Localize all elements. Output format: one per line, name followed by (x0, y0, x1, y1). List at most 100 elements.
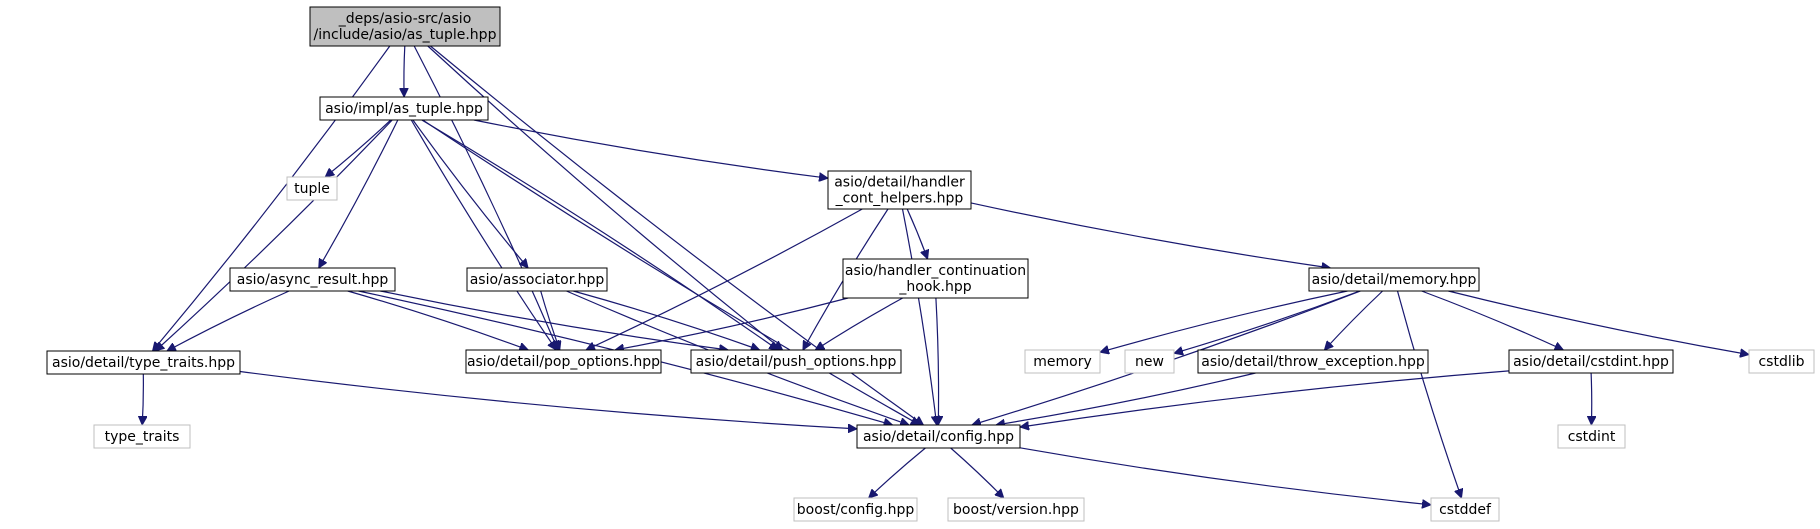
node-box-root (309, 6, 501, 47)
node-push_options[interactable]: asio/detail/push_options.hpp (690, 349, 902, 374)
edge-memory_hpp-to-cstddef (1396, 290, 1462, 498)
edge-handler_continuation_hook-to-config (936, 297, 939, 425)
node-box-cstdlib (1748, 349, 1815, 374)
edge-cstdint_hpp-to-cstdint (1591, 372, 1592, 425)
node-label-pop_options-0: asio/detail/pop_options.hpp (467, 354, 660, 370)
node-label-type_traits_hpp-0: asio/detail/type_traits.hpp (52, 355, 235, 371)
node-box-pop_options (465, 349, 662, 374)
node-boost_config: boost/config.hpp (793, 497, 918, 522)
node-type_traits_hpp[interactable]: asio/detail/type_traits.hpp (46, 350, 241, 375)
node-box-cstdint (1557, 424, 1626, 449)
edge-config-to-cstddef (1019, 447, 1431, 505)
node-box-tuple (286, 176, 338, 201)
node-handler_cont_helpers[interactable]: asio/detail/handler_cont_helpers.hpp (827, 170, 972, 210)
node-memory_hpp[interactable]: asio/detail/memory.hpp (1308, 267, 1480, 292)
edge-handler_continuation_hook-to-pop_options (615, 297, 849, 350)
node-label-boost_config-0: boost/config.hpp (797, 502, 915, 518)
node-label-cstddef-0: cstddef (1439, 502, 1492, 518)
edge-root-to-pop_options (413, 45, 558, 350)
edge-impl_as_tuple-to-push_options (421, 119, 778, 350)
node-label-cstdint-0: cstdint (1568, 429, 1616, 445)
node-box-memory (1024, 349, 1101, 374)
node-label-cstdint_hpp-0: asio/detail/cstdint.hpp (1513, 354, 1669, 370)
node-box-type_traits_hpp (46, 350, 241, 375)
edge-config-to-boost_config (869, 447, 926, 498)
node-cstddef: cstddef (1430, 497, 1500, 522)
edge-impl_as_tuple-to-associator (412, 119, 528, 268)
node-label-handler_cont_helpers-1: _cont_helpers.hpp (835, 191, 964, 207)
node-box-config (856, 424, 1021, 449)
edge-async_result-to-push_options (380, 290, 728, 350)
edge-associator-to-push_options (573, 290, 759, 350)
node-label-boost_version-0: boost/version.hpp (953, 502, 1079, 518)
node-label-memory-0: memory (1033, 354, 1092, 370)
node-throw_exception[interactable]: asio/detail/throw_exception.hpp (1197, 349, 1429, 374)
edge-root-to-impl_as_tuple (404, 45, 405, 97)
node-label-tuple-0: tuple (294, 181, 330, 197)
edge-root-to-type_traits_hpp (153, 45, 391, 351)
node-label-impl_as_tuple-0: asio/impl/as_tuple.hpp (325, 101, 483, 117)
node-label-type_traits-0: type_traits (105, 429, 180, 445)
edge-impl_as_tuple-to-tuple (325, 119, 392, 177)
node-label-handler_continuation_hook-0: asio/handler_continuation (845, 263, 1026, 279)
node-root[interactable]: _deps/asio-src/asio/include/asio/as_tupl… (309, 6, 501, 47)
edge-handler_cont_helpers-to-config (901, 208, 937, 425)
edge-associator-to-pop_options (540, 290, 560, 350)
edge-memory_hpp-to-cstdlib (1448, 290, 1749, 355)
node-box-associator (466, 267, 608, 292)
edge-memory_hpp-to-throw_exception (1324, 290, 1384, 350)
edge-type_traits_hpp-to-config (239, 370, 857, 429)
node-label-root-1: /include/asio/as_tuple.hpp (314, 27, 497, 43)
edge-handler_cont_helpers-to-handler_continuation_hook (906, 208, 927, 259)
edge-impl_as_tuple-to-async_result (318, 119, 399, 268)
edge-throw_exception-to-config (996, 372, 1256, 425)
edge-memory_hpp-to-new (1174, 290, 1360, 353)
node-pop_options[interactable]: asio/detail/pop_options.hpp (465, 349, 662, 374)
edge-handler_cont_helpers-to-memory_hpp (970, 202, 1331, 268)
node-box-boost_config (793, 497, 918, 522)
node-impl_as_tuple[interactable]: asio/impl/as_tuple.hpp (319, 96, 489, 121)
node-box-new (1124, 349, 1175, 374)
node-boost_version: boost/version.hpp (947, 497, 1085, 522)
node-box-handler_cont_helpers (827, 170, 972, 210)
edge-async_result-to-pop_options (347, 290, 529, 350)
node-box-handler_continuation_hook (842, 258, 1029, 299)
node-label-cstdlib-0: cstdlib (1758, 354, 1804, 370)
edge-handler_continuation_hook-to-push_options (815, 297, 903, 350)
edge-type_traits_hpp-to-type_traits (142, 373, 143, 425)
node-new: new (1124, 349, 1175, 374)
edge-impl_as_tuple-to-pop_options (410, 119, 556, 350)
node-label-associator-0: asio/associator.hpp (470, 272, 605, 288)
node-cstdint_hpp[interactable]: asio/detail/cstdint.hpp (1508, 349, 1674, 374)
edge-impl_as_tuple-to-config (422, 119, 920, 426)
node-handler_continuation_hook[interactable]: asio/handler_continuation_hook.hpp (842, 258, 1029, 299)
node-cstdlib: cstdlib (1748, 349, 1815, 374)
node-label-throw_exception-0: asio/detail/throw_exception.hpp (1201, 354, 1425, 370)
edge-impl_as_tuple-to-type_traits_hpp (155, 119, 393, 351)
node-label-handler_continuation_hook-1: _hook.hpp (898, 279, 971, 295)
node-label-memory_hpp-0: asio/detail/memory.hpp (1312, 272, 1477, 288)
node-box-impl_as_tuple (319, 96, 489, 121)
node-async_result[interactable]: asio/async_result.hpp (229, 267, 396, 292)
node-box-push_options (690, 349, 902, 374)
node-box-memory_hpp (1308, 267, 1480, 292)
edge-cstdint_hpp-to-config (1020, 370, 1510, 427)
node-label-push_options-0: asio/detail/push_options.hpp (696, 354, 897, 370)
node-box-cstddef (1430, 497, 1500, 522)
node-type_traits: type_traits (93, 424, 191, 449)
node-config[interactable]: asio/detail/config.hpp (856, 424, 1021, 449)
edge-root-to-config (430, 45, 923, 425)
node-label-handler_cont_helpers-0: asio/detail/handler (834, 175, 965, 191)
node-box-throw_exception (1197, 349, 1429, 374)
node-memory: memory (1024, 349, 1101, 374)
node-associator[interactable]: asio/associator.hpp (466, 267, 608, 292)
node-label-new-0: new (1135, 354, 1164, 370)
edge-async_result-to-type_traits_hpp (167, 290, 290, 352)
node-box-cstdint_hpp (1508, 349, 1674, 374)
edge-impl_as_tuple-to-handler_cont_helpers (473, 119, 828, 178)
node-label-root-0: _deps/asio-src/asio (338, 11, 472, 27)
node-label-async_result-0: asio/async_result.hpp (237, 272, 389, 288)
edge-handler_cont_helpers-to-pop_options (586, 208, 863, 350)
edge-root-to-push_options (427, 45, 783, 350)
